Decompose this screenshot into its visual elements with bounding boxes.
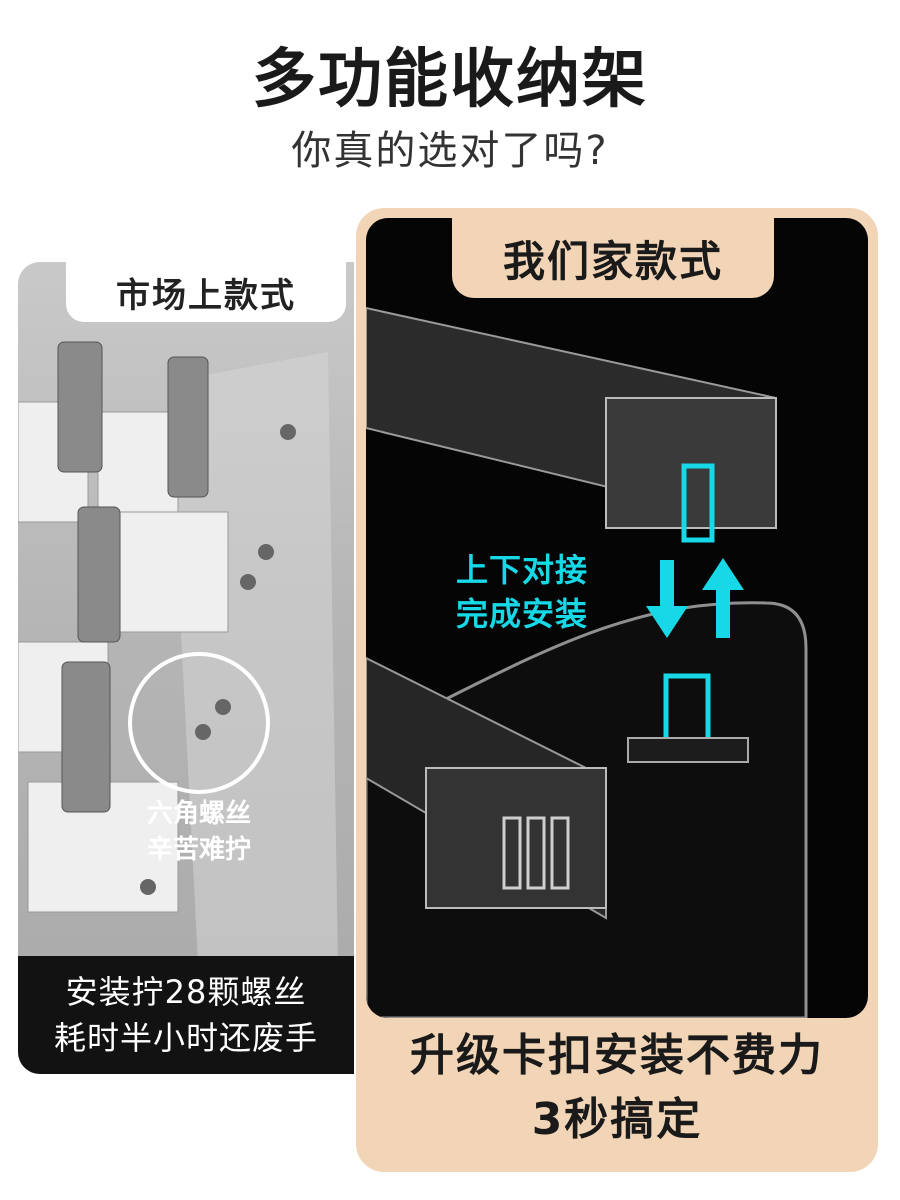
hex-screw-note-line1: 六角螺丝 [146,799,251,829]
product-photo-area: 上下对接 完成安装 [366,218,868,1018]
our-style-panel: 上下对接 完成安装 我们家款式 升级卡扣安装不费力 3秒搞定 [356,208,878,1172]
our-caption-line1: 升级卡扣安装不费力 [410,1030,824,1081]
hex-screw-highlight-circle [128,652,270,794]
our-caption-line2: 3秒搞定 [531,1094,703,1145]
page-subtitle: 你真的选对了吗? [291,128,609,174]
market-style-caption: 安装拧28颗螺丝 耗时半小时还废手 [18,956,354,1074]
market-caption-line2: 耗时半小时还废手 [53,1019,318,1057]
hex-screw-note: 六角螺丝 辛苦难拧 [114,796,284,868]
annotation-line2: 完成安装 [456,595,589,633]
snap-install-annotation: 上下对接 完成安装 [456,548,588,636]
page-title: 多功能收纳架 [252,43,648,117]
market-style-tab: 市场上款式 [66,262,346,322]
hex-screw-note-line2: 辛苦难拧 [146,835,251,865]
market-rack-illustration [18,341,338,962]
annotation-line1: 上下对接 [456,551,589,589]
acrylic-rack-illustration [366,306,808,1018]
market-style-panel: 市场上款式 六角螺丝 辛苦难拧 安装拧28颗螺丝 耗时半小时还废手 [18,262,354,1074]
our-style-caption: 升级卡扣安装不费力 3秒搞定 [356,1024,878,1152]
market-caption-line1: 安装拧28颗螺丝 [65,973,307,1011]
our-style-tab: 我们家款式 [452,218,774,298]
